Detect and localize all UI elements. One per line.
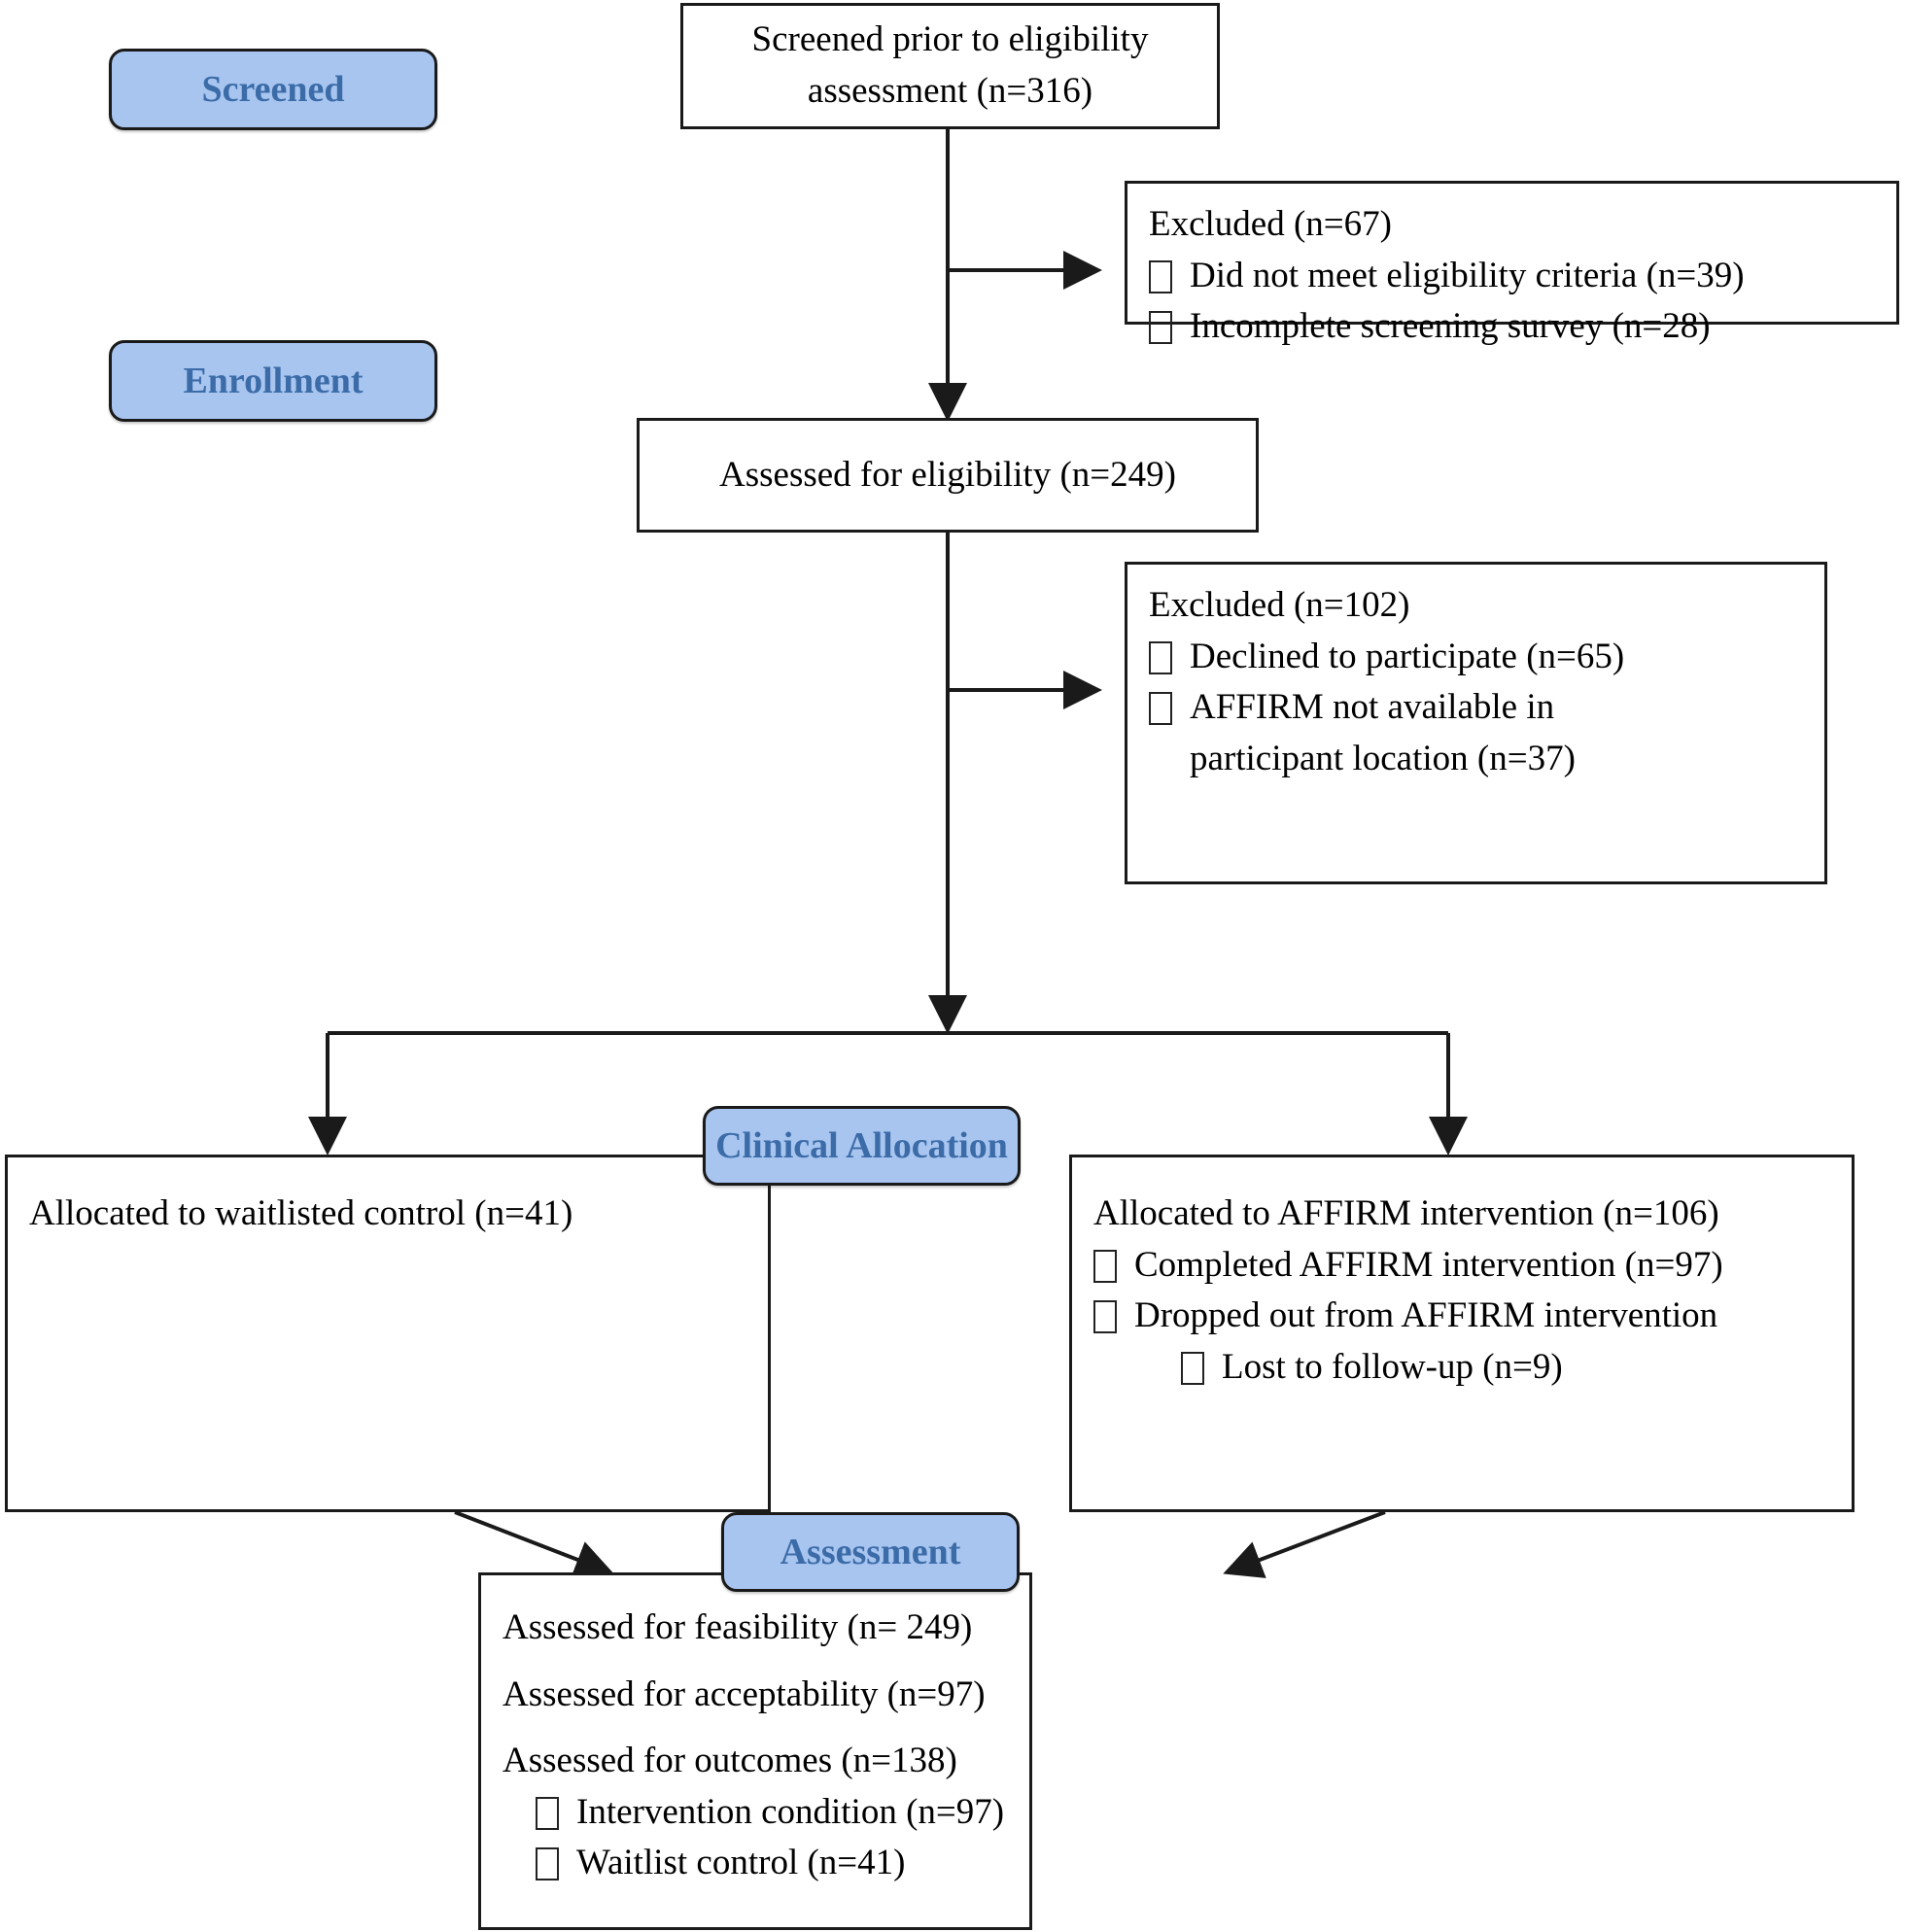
empty-square-bullet-icon <box>1149 640 1172 674</box>
list-item: Did not meet eligibility criteria (n=39) <box>1149 251 1875 302</box>
box-allocated-waitlist: Allocated to waitlisted control (n=41) <box>5 1155 771 1512</box>
empty-square-bullet-icon <box>1181 1351 1204 1385</box>
allocation-left-heading: Allocated to waitlisted control (n=41) <box>29 1193 573 1233</box>
list-item: Declined to participate (n=65) <box>1149 632 1803 683</box>
excluded-102-item-0: Declined to participate (n=65) <box>1190 636 1625 676</box>
assessment-line-2: Assessed for outcomes (n=138) <box>503 1741 957 1781</box>
box-screened-prior: Screened prior to eligibility assessment… <box>680 3 1220 129</box>
empty-square-bullet-icon <box>536 1796 559 1830</box>
excluded-67-item-1: Incomplete screening survey (n=28) <box>1190 306 1711 347</box>
screened-line-1: Screened prior to eligibility <box>751 19 1149 60</box>
allocation-right-list: Completed AFFIRM intervention (n=97) Dro… <box>1093 1240 1830 1394</box>
list-item: Incomplete screening survey (n=28) <box>1149 301 1875 353</box>
excluded-67-item-0: Did not meet eligibility criteria (n=39) <box>1190 255 1745 295</box>
list-item: Lost to follow-up (n=9) <box>1093 1342 1830 1394</box>
empty-square-bullet-icon <box>1149 259 1172 293</box>
empty-square-bullet-icon <box>1093 1300 1117 1334</box>
assessment-sublist: Intervention condition (n=97) Waitlist c… <box>503 1787 1008 1889</box>
assessment-subitem-1: Waitlist control (n=41) <box>576 1843 906 1883</box>
stage-badge-clinical-allocation-label: Clinical Allocation <box>715 1125 1008 1166</box>
excluded-67-heading: Excluded (n=67) <box>1149 204 1392 244</box>
allocation-right-item-1: Dropped out from AFFIRM intervention <box>1134 1295 1718 1336</box>
allocation-right-subitem-0: Lost to follow-up (n=9) <box>1222 1346 1563 1387</box>
eligibility-line-1: Assessed for eligibility (n=249) <box>719 454 1176 495</box>
list-item: Completed AFFIRM intervention (n=97) <box>1093 1240 1830 1292</box>
assessment-line-1: Assessed for acceptability (n=97) <box>503 1673 986 1714</box>
empty-square-bullet-icon <box>1149 311 1172 345</box>
box-allocated-affirm: Allocated to AFFIRM intervention (n=106)… <box>1069 1155 1855 1512</box>
box-excluded-67: Excluded (n=67) Did not meet eligibility… <box>1125 181 1899 346</box>
stage-badge-screened-label: Screened <box>201 69 345 110</box>
box-excluded-102: Excluded (n=102) Declined to participate… <box>1125 562 1827 884</box>
list-item: Dropped out from AFFIRM intervention <box>1093 1291 1830 1342</box>
stage-badge-assessment-label: Assessment <box>780 1532 961 1572</box>
excluded-67-list: Did not meet eligibility criteria (n=39)… <box>1149 251 1875 353</box>
excluded-102-heading: Excluded (n=102) <box>1149 585 1410 625</box>
screened-line-2: assessment (n=316) <box>807 71 1093 111</box>
stage-badge-screened: Screened <box>109 49 437 130</box>
stage-badge-enrollment-label: Enrollment <box>183 361 364 401</box>
empty-square-bullet-icon <box>1149 692 1172 726</box>
box-assessment-outcomes: Assessed for feasibility (n= 249) Assess… <box>478 1572 1032 1930</box>
assessment-line-0: Assessed for feasibility (n= 249) <box>503 1607 973 1647</box>
excluded-102-list: Declined to participate (n=65) AFFIRM no… <box>1149 632 1803 785</box>
list-item: Intervention condition (n=97) <box>503 1787 1008 1839</box>
allocation-right-heading: Allocated to AFFIRM intervention (n=106) <box>1093 1193 1719 1233</box>
list-item: Waitlist control (n=41) <box>503 1838 1008 1889</box>
stage-badge-clinical-allocation: Clinical Allocation <box>703 1106 1021 1186</box>
assessment-subitem-0: Intervention condition (n=97) <box>576 1791 1005 1832</box>
empty-square-bullet-icon <box>1093 1249 1117 1283</box>
box-assessed-eligibility: Assessed for eligibility (n=249) <box>637 418 1259 533</box>
excluded-102-item-1: AFFIRM not available in participant loca… <box>1190 687 1576 778</box>
list-item: AFFIRM not available in participant loca… <box>1149 682 1803 784</box>
stage-badge-assessment: Assessment <box>721 1512 1020 1592</box>
empty-square-bullet-icon <box>536 1847 559 1881</box>
stage-badge-enrollment: Enrollment <box>109 340 437 422</box>
allocation-right-item-0: Completed AFFIRM intervention (n=97) <box>1134 1244 1723 1285</box>
